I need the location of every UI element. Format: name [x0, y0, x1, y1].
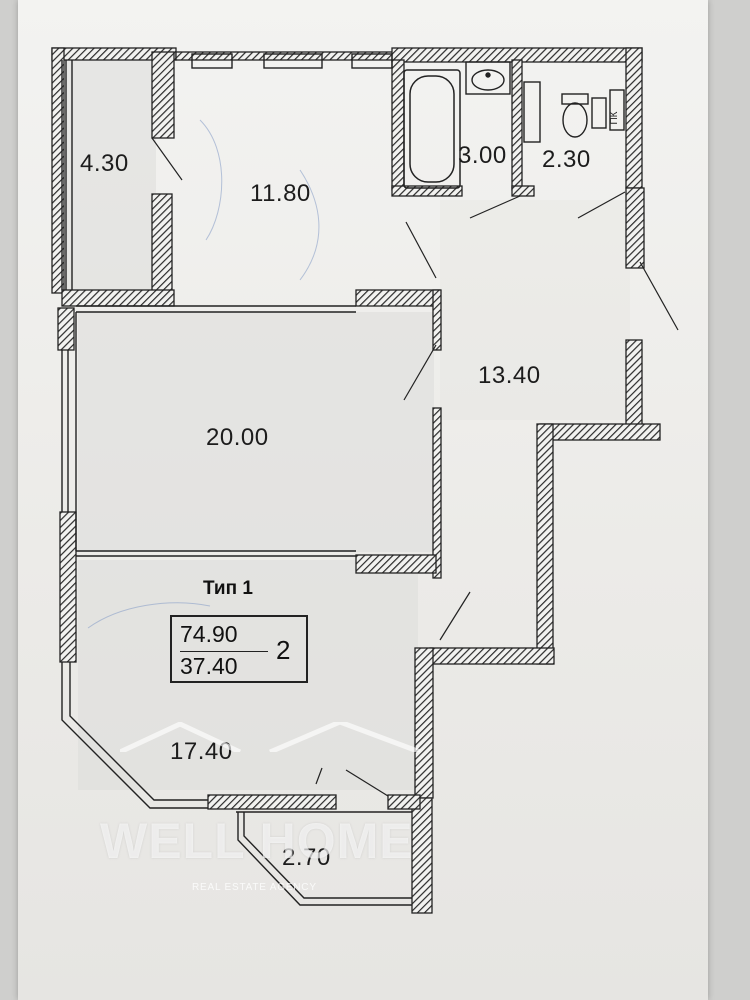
room-area-balcony-bottom: 2.70 — [282, 844, 331, 871]
rooms-count: 2 — [276, 635, 291, 665]
window-lines — [61, 53, 412, 906]
room-area-bedroom: 17.40 — [170, 738, 233, 765]
room-area-toilet: 2.30 — [542, 146, 591, 173]
living-area: 37.40 — [180, 653, 238, 679]
room-area-hallway: 13.40 — [478, 362, 541, 389]
walls — [51, 47, 661, 914]
pencil-marks — [87, 119, 320, 629]
apartment-type-label: Тип 1 — [203, 578, 253, 599]
room-area-kitchen: 11.80 — [250, 180, 311, 207]
room-area-bathroom: 3.00 — [458, 142, 507, 169]
door-swings — [151, 137, 679, 797]
total-area: 74.90 — [180, 621, 238, 647]
fixture-label: ПК — [609, 111, 620, 124]
room-area-living-room: 20.00 — [206, 424, 269, 451]
room-area-balcony-top: 4.30 — [80, 150, 129, 177]
sink-fixture — [465, 61, 511, 95]
area-summary-box: 74.90 37.40 2 — [170, 615, 308, 683]
toilet-fixture — [523, 81, 625, 143]
bathtub-fixture — [403, 69, 461, 189]
fraction-divider — [180, 651, 268, 652]
